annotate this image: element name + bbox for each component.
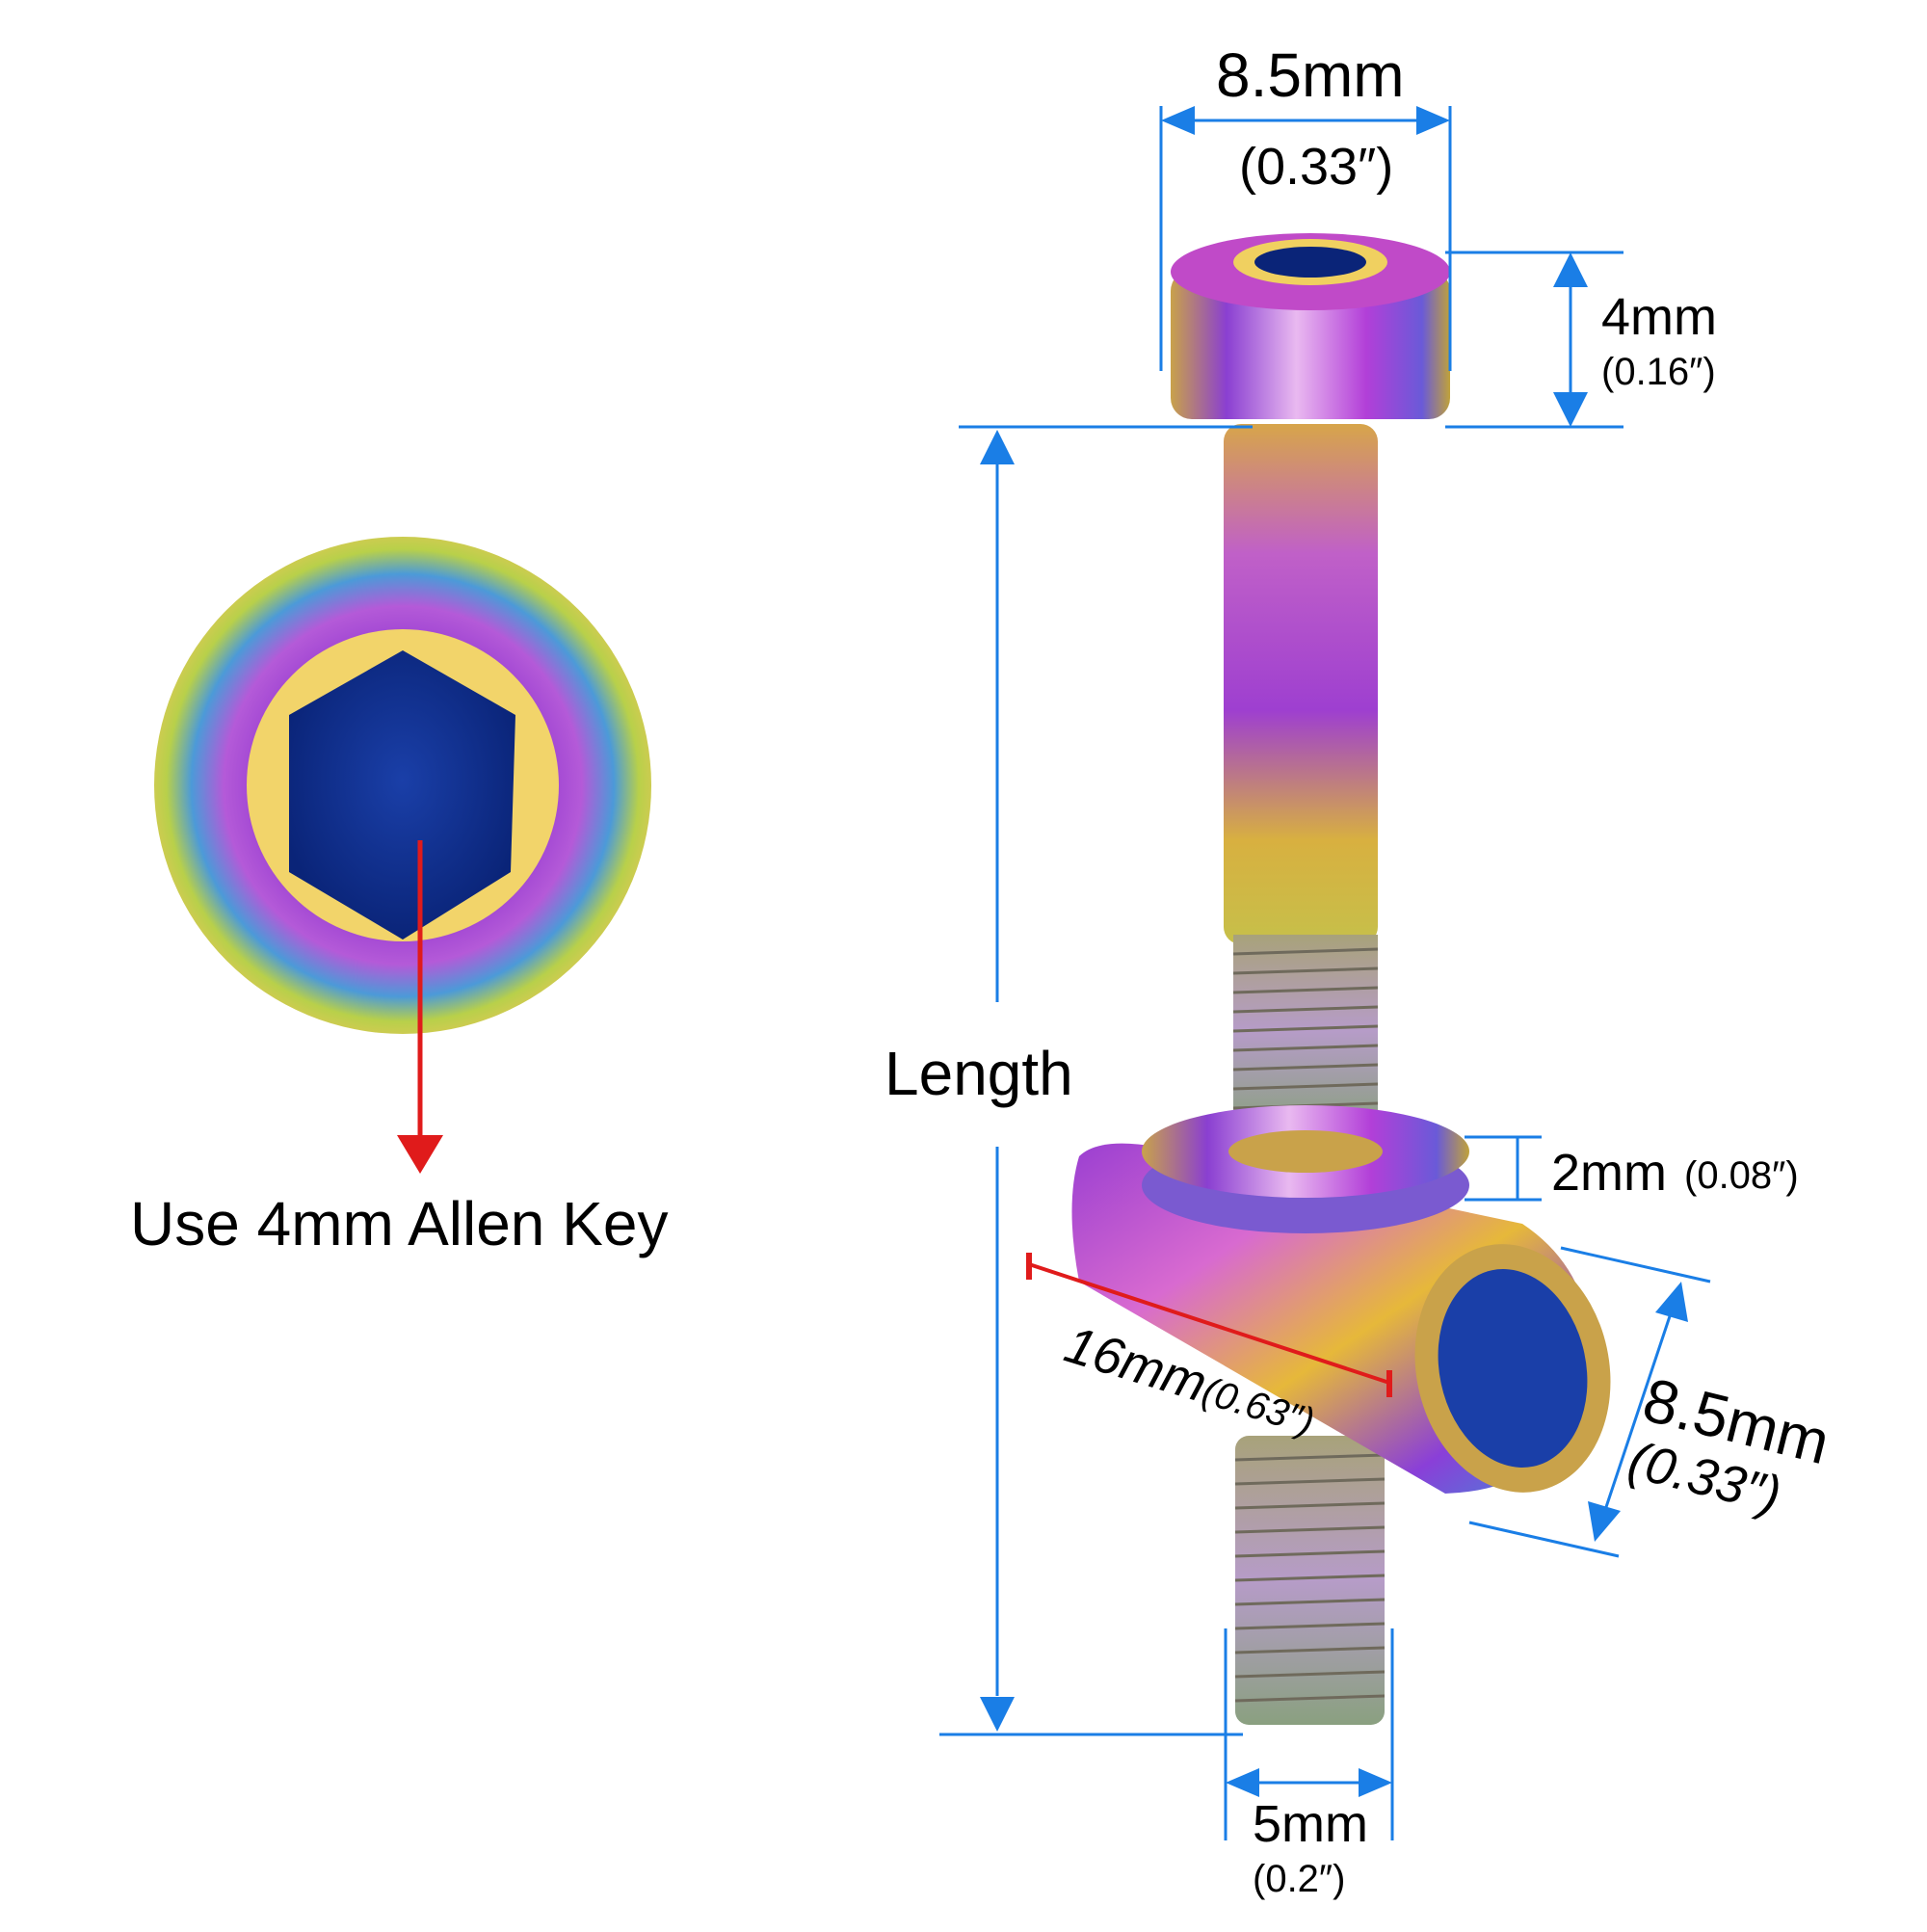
upper-thread <box>1232 935 1379 1127</box>
washer-thickness-dimension <box>1465 1135 1542 1202</box>
thread-mm-label: 5mm <box>1253 1795 1368 1853</box>
bolt-head <box>1171 233 1450 419</box>
dimension-lines <box>939 106 1711 1840</box>
head-width-dimension <box>1159 106 1452 371</box>
head-width-in-label: (0.33″) <box>1239 138 1394 196</box>
thread-in-label: (0.2″) <box>1253 1858 1346 1900</box>
bolt-head-top-view <box>154 537 651 1034</box>
bolt-side-view <box>1071 233 1611 1725</box>
head-height-in-label: (0.16″) <box>1601 351 1716 393</box>
lower-thread <box>1234 1436 1386 1725</box>
head-height-mm-label: 4mm <box>1601 288 1717 346</box>
barrel-length-indicator <box>1026 1253 1392 1397</box>
hex-socket-icon <box>289 650 515 940</box>
length-label: Length <box>884 1039 1073 1108</box>
head-width-mm-label: 8.5mm <box>1216 40 1405 110</box>
barrel-diameter-dimension <box>1468 1246 1711 1558</box>
allen-key-label: Use 4mm Allen Key <box>130 1189 669 1258</box>
allen-key-pointer-arrow <box>397 840 443 1174</box>
washer <box>1142 1105 1469 1233</box>
washer-mm-label: 2mm <box>1551 1144 1667 1202</box>
barrel-nut <box>1071 1143 1611 1494</box>
washer-in-label: (0.08″) <box>1684 1154 1799 1197</box>
bolt-shank <box>1224 424 1378 944</box>
thread-diameter-dimension <box>1224 1628 1394 1840</box>
head-height-dimension <box>1445 251 1623 429</box>
length-dimension <box>939 425 1253 1736</box>
